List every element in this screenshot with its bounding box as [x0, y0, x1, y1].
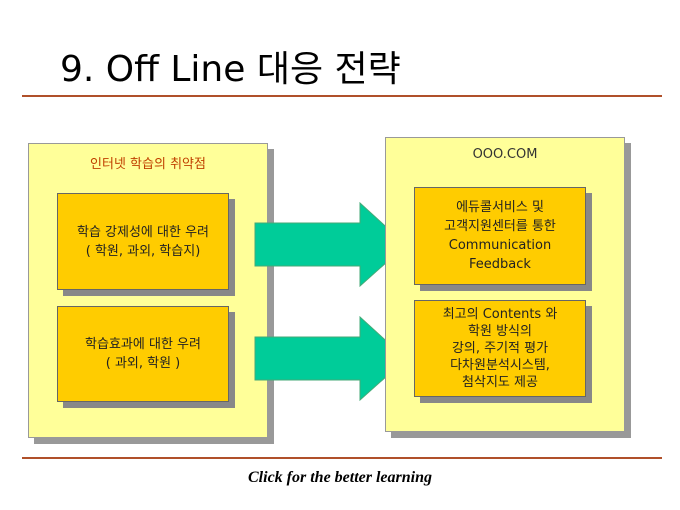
weakness-card-2: 학습효과에 대한 우려 ( 과외, 학원 )	[57, 306, 229, 402]
right-panel-heading: OOO.COM	[472, 147, 538, 162]
top-divider	[22, 95, 662, 97]
weakness-card-1: 학습 강제성에 대한 우려 ( 학원, 과외, 학습지)	[57, 193, 229, 290]
arrow-right-1	[254, 202, 407, 288]
footer-link[interactable]: Click for the better learning	[248, 469, 432, 486]
left-panel-heading: 인터넷 학습의 취약점	[90, 157, 206, 172]
arrow-right-2	[254, 316, 407, 402]
bottom-divider	[22, 457, 662, 459]
slide-title: 9. Off Line 대응 전략	[60, 49, 401, 90]
solution-card-2: 최고의 Contents 와 학원 방식의 강의, 주기적 평가 다차원분석시스…	[414, 300, 586, 397]
solution-card-1: 에듀콜서비스 및 고객지원센터를 통한 Communication Feedba…	[414, 187, 586, 285]
